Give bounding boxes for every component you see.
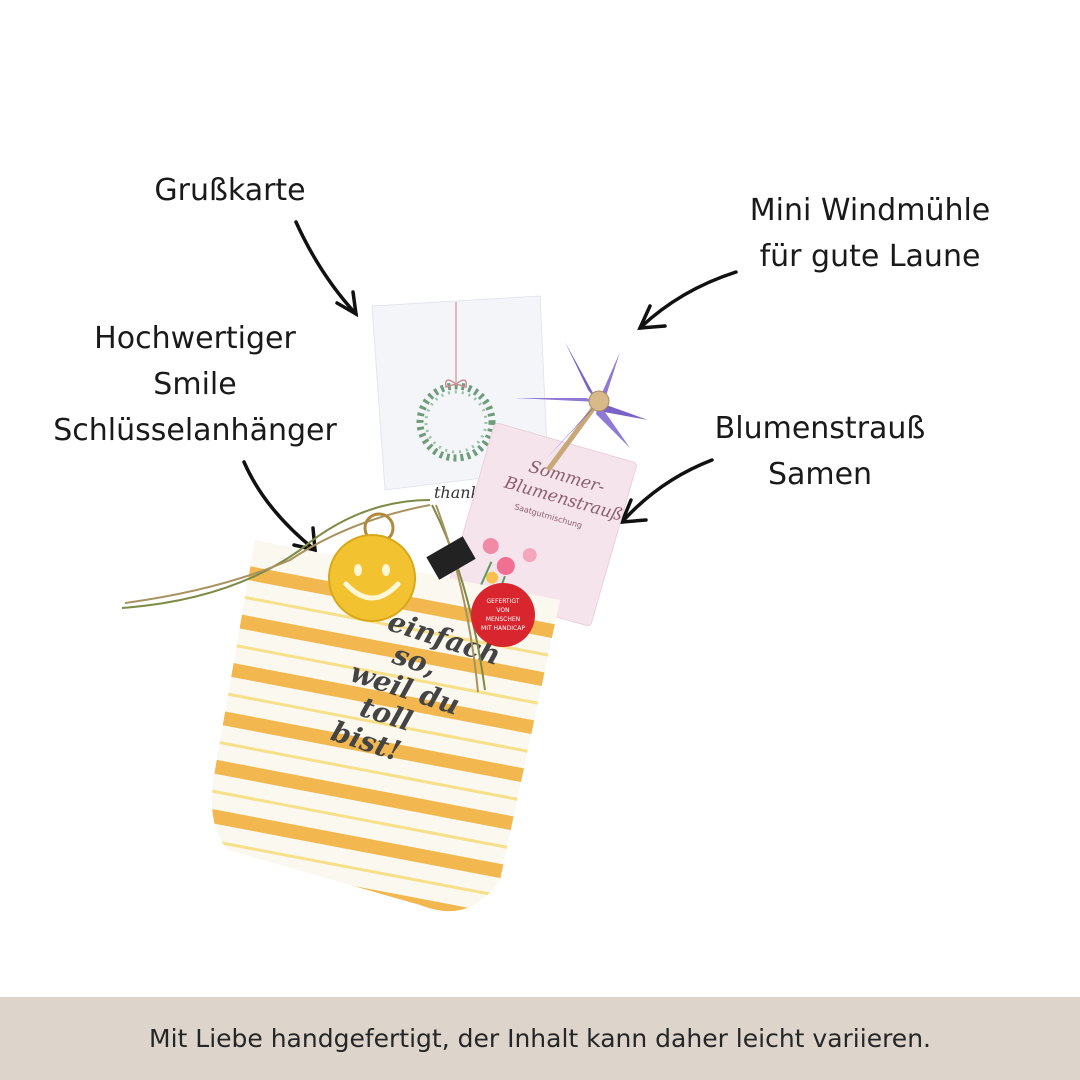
windmill xyxy=(515,342,648,472)
keychain-label-line-3: Schlüsselanhänger xyxy=(53,413,337,448)
seeds-label-line-2: Samen xyxy=(767,457,873,492)
footer-note: Mit Liebe handgefertigt, der Inhalt kann… xyxy=(149,1024,931,1053)
keychain-label-line-1: Hochwertiger xyxy=(94,321,296,356)
greeting-card-label: Grußkarte xyxy=(130,168,330,214)
sticker-line-4: MIT HANDICAP xyxy=(481,625,525,632)
sticker-line-2: VON xyxy=(496,607,509,614)
arrow-card-icon xyxy=(294,220,358,316)
windmill-label-line-1: Mini Windmühle xyxy=(749,193,991,228)
sticker-line-3: MENSCHEN xyxy=(486,616,520,623)
footer-banner: Mit Liebe handgefertigt, der Inhalt kann… xyxy=(0,997,1080,1080)
seeds-label-line-1: Blumenstrauß xyxy=(714,411,926,446)
handicap-sticker: GEFERTIGT VON MENSCHEN MIT HANDICAP xyxy=(471,583,535,647)
arrow-windmill-icon xyxy=(638,270,738,330)
arrow-seeds-icon xyxy=(620,458,714,524)
smile-keychain xyxy=(328,512,416,622)
arrow-icons xyxy=(242,220,738,553)
washi-tape xyxy=(426,536,476,580)
windmill-label: Mini Windmühle für gute Laune xyxy=(720,188,1020,280)
keychain-label: Hochwertiger Smile Schlüsselanhänger xyxy=(40,316,350,454)
arrow-keychain-icon xyxy=(242,460,317,552)
twine xyxy=(121,499,486,693)
product-illustration: thank Sommer- Blumenstrauß Saatgutmischu… xyxy=(121,220,738,912)
windmill-label-line-2: für gute Laune xyxy=(759,239,981,274)
greeting-card-label-line: Grußkarte xyxy=(154,173,306,208)
smile-eye-left xyxy=(354,564,362,576)
sticker-line-1: GEFERTIGT xyxy=(487,598,520,605)
seeds-label: Blumenstrauß Samen xyxy=(690,406,950,498)
smile-mouth xyxy=(343,581,401,601)
smile-eye-right xyxy=(382,564,390,576)
seed-packet: Sommer- Blumenstrauß Saatgutmischung xyxy=(448,422,637,627)
card-text: thank xyxy=(434,483,480,502)
keychain-label-line-2: Smile xyxy=(153,367,237,402)
